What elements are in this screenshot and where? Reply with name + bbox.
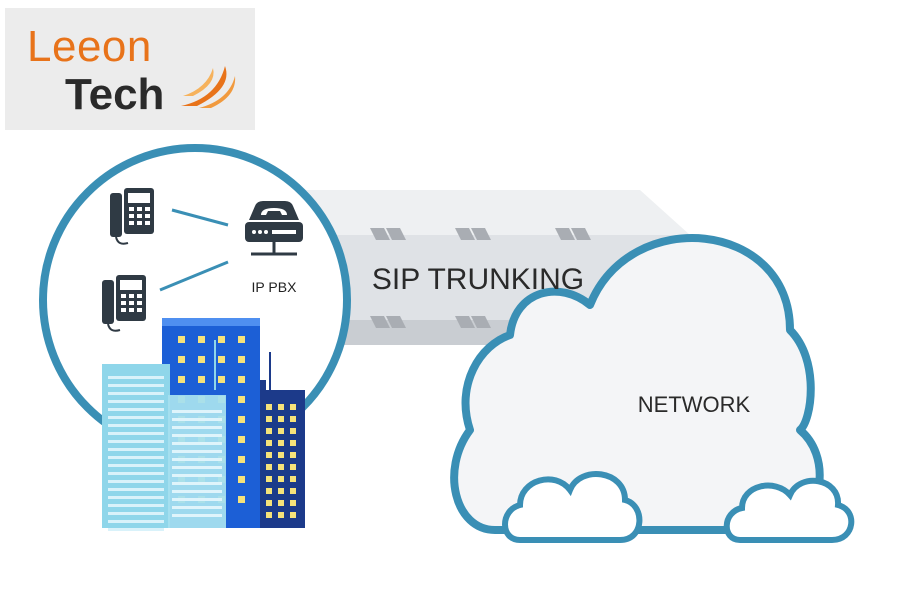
building-window <box>238 456 245 463</box>
ip-pbx-icon <box>245 201 303 256</box>
building-window <box>278 512 284 518</box>
building-window <box>218 336 225 343</box>
ip-pbx-label: IP PBX <box>252 279 298 295</box>
building-window <box>290 404 296 410</box>
building-window <box>290 452 296 458</box>
building-window <box>172 426 222 429</box>
building-window <box>238 376 245 383</box>
building-window <box>172 410 222 413</box>
building-window <box>218 376 225 383</box>
building-window <box>108 472 164 475</box>
building-window <box>172 434 222 437</box>
building-window <box>290 416 296 422</box>
logo-text-leeon: Leeon <box>27 22 152 71</box>
building-window <box>108 400 164 403</box>
building-window <box>172 482 222 485</box>
building-window <box>290 500 296 506</box>
building-window <box>278 488 284 494</box>
building-window <box>172 450 222 453</box>
desk-phone-icon <box>102 275 146 332</box>
building-window <box>108 376 164 379</box>
desk-phone-icon <box>110 188 154 245</box>
building-window <box>198 336 205 343</box>
building-window <box>266 488 272 494</box>
building-window <box>278 476 284 482</box>
building-window <box>108 456 164 459</box>
building-window <box>278 428 284 434</box>
building-window <box>238 336 245 343</box>
building-window <box>172 474 222 477</box>
building-window <box>178 336 185 343</box>
building-window <box>238 416 245 423</box>
building-window <box>290 476 296 482</box>
building-window <box>218 356 225 363</box>
building-window <box>108 384 164 387</box>
building-window <box>266 512 272 518</box>
building-window <box>108 448 164 451</box>
building-window <box>108 496 164 499</box>
building-window <box>172 498 222 501</box>
building-window <box>108 520 164 523</box>
phone-link-line <box>171 208 229 227</box>
building-window <box>108 408 164 411</box>
logo-text-tech: Tech <box>65 70 165 119</box>
building-window <box>278 416 284 422</box>
logo: Leeon Tech <box>5 8 255 130</box>
building-window <box>108 416 164 419</box>
building-window <box>290 428 296 434</box>
building-window <box>172 418 222 421</box>
building-window <box>266 452 272 458</box>
building-window <box>238 356 245 363</box>
building-window <box>172 506 222 509</box>
building-window <box>278 452 284 458</box>
building-window <box>290 464 296 470</box>
building-window <box>108 488 164 491</box>
building-window <box>290 512 296 518</box>
building-window <box>238 396 245 403</box>
building-window <box>172 514 222 517</box>
building-window <box>178 376 185 383</box>
building-window <box>108 440 164 443</box>
building-window <box>238 476 245 483</box>
building-window <box>172 442 222 445</box>
building-window <box>198 356 205 363</box>
building-window <box>266 416 272 422</box>
building-window <box>108 512 164 515</box>
building-window <box>278 464 284 470</box>
phone-link-line <box>159 260 229 292</box>
building-window <box>108 480 164 483</box>
building-window <box>266 428 272 434</box>
building-window <box>238 496 245 503</box>
building-window <box>278 404 284 410</box>
building-window <box>278 500 284 506</box>
network-cloud <box>450 234 855 543</box>
building-window <box>266 476 272 482</box>
building-window <box>172 458 222 461</box>
building-window <box>108 424 164 427</box>
building-window <box>172 466 222 469</box>
sip-trunking-label: SIP TRUNKING <box>372 263 584 296</box>
building-window <box>198 376 205 383</box>
building-window <box>108 392 164 395</box>
network-label: NETWORK <box>638 392 751 417</box>
building-window <box>108 528 164 531</box>
building-window <box>178 356 185 363</box>
building-window <box>266 404 272 410</box>
building-window <box>172 490 222 493</box>
building-window <box>108 432 164 435</box>
building-window <box>238 436 245 443</box>
building-window <box>108 504 164 507</box>
logo-swoosh-icon <box>181 66 236 108</box>
building-window <box>266 464 272 470</box>
building-window <box>266 440 272 446</box>
building-window <box>266 500 272 506</box>
building-window <box>290 440 296 446</box>
building-window <box>108 464 164 467</box>
office-buildings-icon <box>102 318 305 531</box>
building-window <box>290 488 296 494</box>
building-window <box>278 440 284 446</box>
